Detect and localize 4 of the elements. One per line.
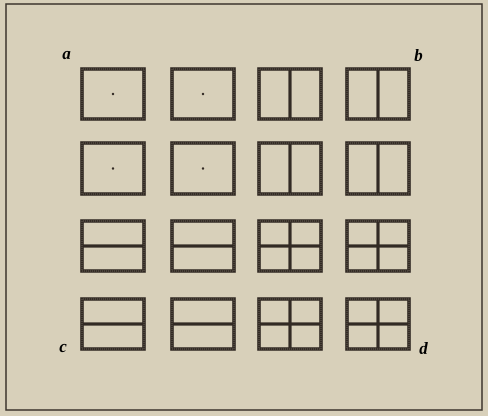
corner-letter: a xyxy=(62,50,70,60)
corner-letter: d xyxy=(419,342,428,354)
corner-letter: c xyxy=(60,344,67,352)
corner-letter: b xyxy=(414,49,422,61)
